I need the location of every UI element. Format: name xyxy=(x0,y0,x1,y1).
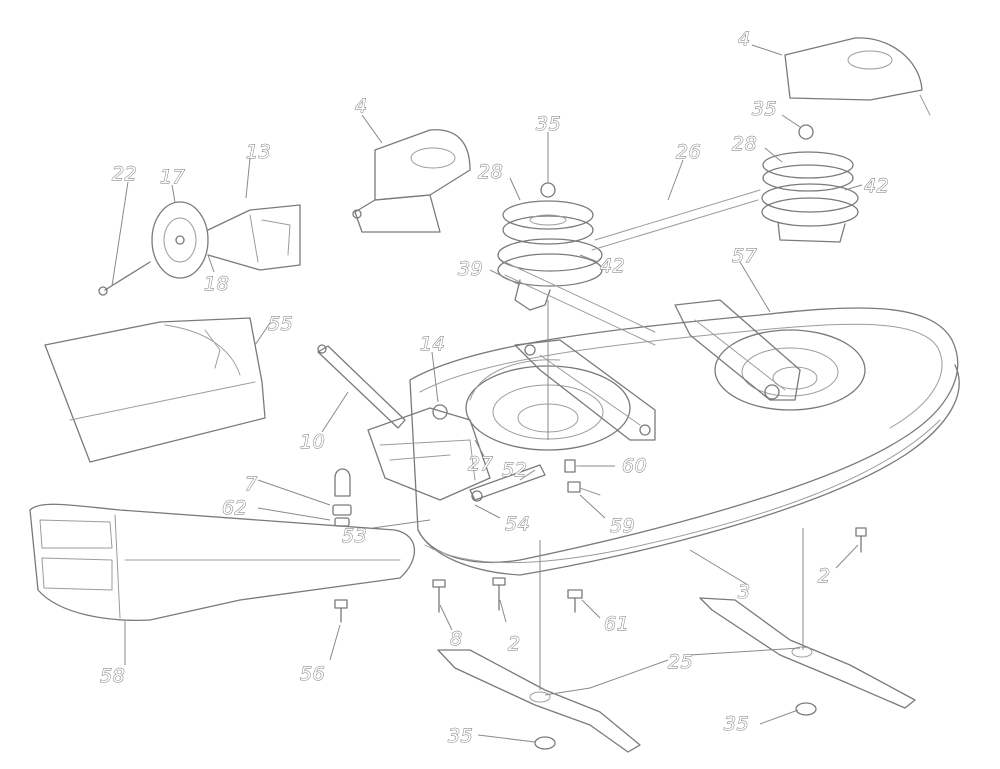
callout-28-a: 28 xyxy=(478,161,503,183)
callout-26: 26 xyxy=(676,141,701,163)
callout-4-top: 4 xyxy=(738,28,751,50)
blade-nut-35-right xyxy=(795,702,817,716)
leader-lines xyxy=(111,44,863,743)
callout-42-b: 42 xyxy=(864,175,889,197)
mower-blade-right xyxy=(699,528,916,709)
deflector-link-arm xyxy=(317,344,406,429)
hardware-7 xyxy=(332,468,352,527)
callout-53: 53 xyxy=(342,525,367,547)
callout-54: 54 xyxy=(505,513,530,535)
hanger-bracket-cluster xyxy=(367,404,546,502)
callout-22: 22 xyxy=(112,163,137,185)
callout-61: 61 xyxy=(604,613,629,635)
right-idler-bracket xyxy=(674,299,801,401)
callout-56: 56 xyxy=(300,663,325,685)
mower-blade-left xyxy=(437,540,641,753)
belt-guard-right xyxy=(784,37,931,116)
callout-42-a: 42 xyxy=(600,255,625,277)
callout-58: 58 xyxy=(100,665,125,687)
callout-59: 59 xyxy=(610,515,635,537)
callout-27: 27 xyxy=(468,453,493,475)
callout-14: 14 xyxy=(420,333,445,355)
belt-guard-left xyxy=(352,129,471,233)
callout-13: 13 xyxy=(246,141,271,163)
front-bumper xyxy=(29,503,416,621)
callout-35-a: 35 xyxy=(536,113,561,135)
callout-39: 39 xyxy=(458,258,483,280)
callout-62: 62 xyxy=(222,497,247,519)
bolt-8 xyxy=(432,579,446,613)
callout-labels: 4 4 35 35 28 28 26 42 42 22 17 13 18 39 … xyxy=(100,28,890,748)
bolt-61 xyxy=(567,589,583,613)
callout-8: 8 xyxy=(450,628,463,650)
discharge-chute xyxy=(44,317,266,463)
callout-17: 17 xyxy=(160,166,185,188)
callout-4-left: 4 xyxy=(355,95,368,117)
callout-18: 18 xyxy=(204,273,229,295)
callout-7: 7 xyxy=(245,473,258,495)
callout-3: 3 xyxy=(738,581,751,603)
callout-52: 52 xyxy=(502,459,527,481)
bolt-2-right xyxy=(855,527,867,553)
bolt-56 xyxy=(334,599,348,623)
engine-pulley-assembly xyxy=(98,201,301,296)
bolt-2-mid xyxy=(492,577,506,611)
callout-28-b: 28 xyxy=(732,133,757,155)
right-spindle-opening xyxy=(714,329,866,411)
drive-belt xyxy=(504,189,761,346)
callout-60: 60 xyxy=(622,455,647,477)
callout-35-b: 35 xyxy=(752,98,777,120)
mower-deck-housing xyxy=(409,307,960,576)
left-idler-bracket xyxy=(514,339,656,441)
blade-nut-35-left xyxy=(534,736,556,750)
callout-2-right: 2 xyxy=(818,565,831,587)
callout-57: 57 xyxy=(732,245,757,267)
callout-55: 55 xyxy=(268,313,293,335)
right-spindle-pulley xyxy=(761,124,859,243)
hardware-59 xyxy=(567,481,601,496)
callout-35-d: 35 xyxy=(724,713,749,735)
callout-10: 10 xyxy=(300,431,325,453)
callout-25: 25 xyxy=(668,651,693,673)
callout-35-c: 35 xyxy=(448,725,473,747)
left-spindle-pulley xyxy=(497,182,603,440)
callout-2-mid: 2 xyxy=(508,633,521,655)
